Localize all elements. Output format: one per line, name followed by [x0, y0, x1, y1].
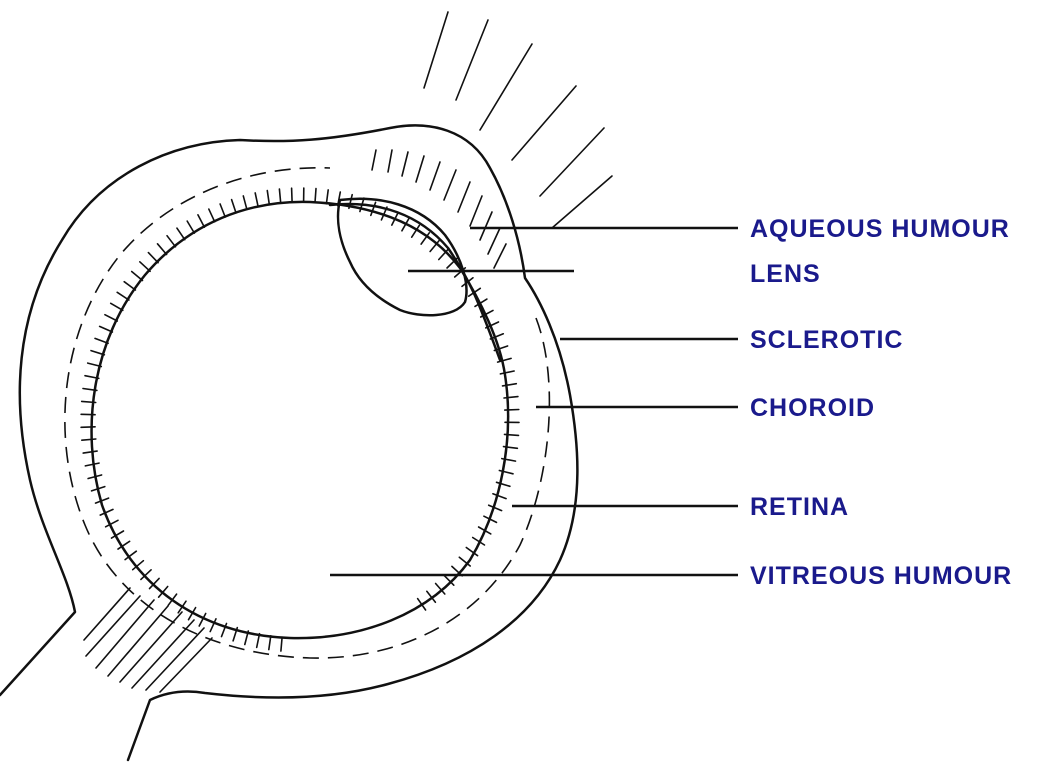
choroid-dashed-ring: [65, 168, 550, 658]
retina-tick: [281, 637, 282, 651]
vitreous-cavity-outline: [92, 202, 509, 638]
retina-tick: [267, 191, 269, 205]
retina-tick: [315, 189, 316, 203]
lens-outline: [338, 199, 466, 315]
label-vitreous-humour: VITREOUS HUMOUR: [750, 562, 1012, 590]
retina-tick: [83, 451, 97, 453]
retina-tick: [220, 204, 225, 217]
retina-tick: [82, 439, 96, 440]
retina-tick: [255, 193, 258, 207]
leader-lines: [330, 228, 738, 575]
label-sclerotic: SCLEROTIC: [750, 326, 903, 354]
label-choroid: CHOROID: [750, 394, 875, 422]
retina-tick: [292, 188, 293, 202]
label-retina: RETINA: [750, 493, 849, 521]
retina-tick: [232, 200, 236, 213]
retina-tick: [493, 494, 506, 499]
retina-tick: [326, 190, 328, 204]
retina-tick: [198, 215, 205, 227]
label-aqueous-humour: AQUEOUS HUMOUR: [750, 215, 1010, 243]
sclerotic-outer-outline: [0, 125, 577, 760]
retina-tick: [371, 202, 376, 215]
diagram-labels: AQUEOUS HUMOUR LENS SCLEROTIC CHOROID RE…: [750, 215, 1012, 590]
retina-tick: [81, 427, 95, 428]
retina-tick: [503, 384, 517, 386]
light-rays: [424, 12, 612, 228]
optic-nerve-shading: [84, 588, 212, 692]
retina-tick: [500, 371, 514, 374]
retina-tick: [209, 209, 215, 222]
retina-tick: [243, 196, 247, 210]
retina-tick: [504, 397, 518, 398]
label-lens: LENS: [750, 260, 821, 288]
retina-tick: [279, 189, 280, 203]
